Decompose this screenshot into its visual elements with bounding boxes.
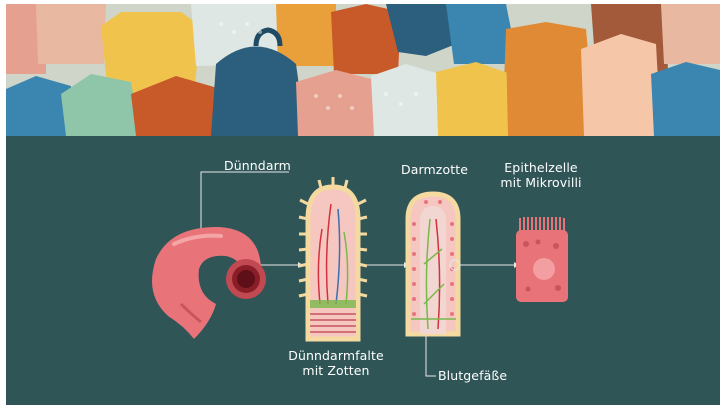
sweater-19 <box>581 34 661 136</box>
epithelial-cell-illustration <box>516 217 568 302</box>
sweater-18 <box>506 34 591 136</box>
microvilli <box>520 217 564 232</box>
illustration-canvas <box>6 4 720 405</box>
label-blood-vessels: Blutgefäße <box>438 368 507 383</box>
cell-nucleus <box>533 258 555 280</box>
sweater-20 <box>651 62 720 136</box>
villus-core <box>420 206 446 334</box>
illustration-frame: Dünndarm Dünndarmfalte mit Zotten Darmzo… <box>6 4 720 405</box>
label-epithelial-cell: Epithelzelle mit Mikrovilli <box>491 160 591 190</box>
label-villus: Darmzotte <box>401 162 468 177</box>
sweater-11 <box>661 4 720 64</box>
villus-illustration <box>408 194 460 334</box>
label-fold-line-2: mit Zotten <box>286 363 386 378</box>
sweater-banner <box>6 4 720 136</box>
label-fold-line-1: Dünndarmfalte <box>286 348 386 363</box>
label-epithelial-line-1: Epithelzelle <box>491 160 591 175</box>
label-epithelial-line-2: mit Mikrovilli <box>491 175 591 190</box>
small-intestine-illustration <box>152 227 266 339</box>
intestinal-fold-illustration <box>299 177 367 339</box>
label-small-intestine: Dünndarm <box>224 158 291 173</box>
sweater-2 <box>36 4 106 64</box>
intestine-lumen <box>237 270 255 288</box>
sweater-15 <box>296 70 381 136</box>
label-intestinal-fold: Dünndarmfalte mit Zotten <box>286 348 386 378</box>
sweater-17 <box>436 62 516 136</box>
fold-body <box>308 187 358 339</box>
fold-vessel-band <box>310 300 356 308</box>
